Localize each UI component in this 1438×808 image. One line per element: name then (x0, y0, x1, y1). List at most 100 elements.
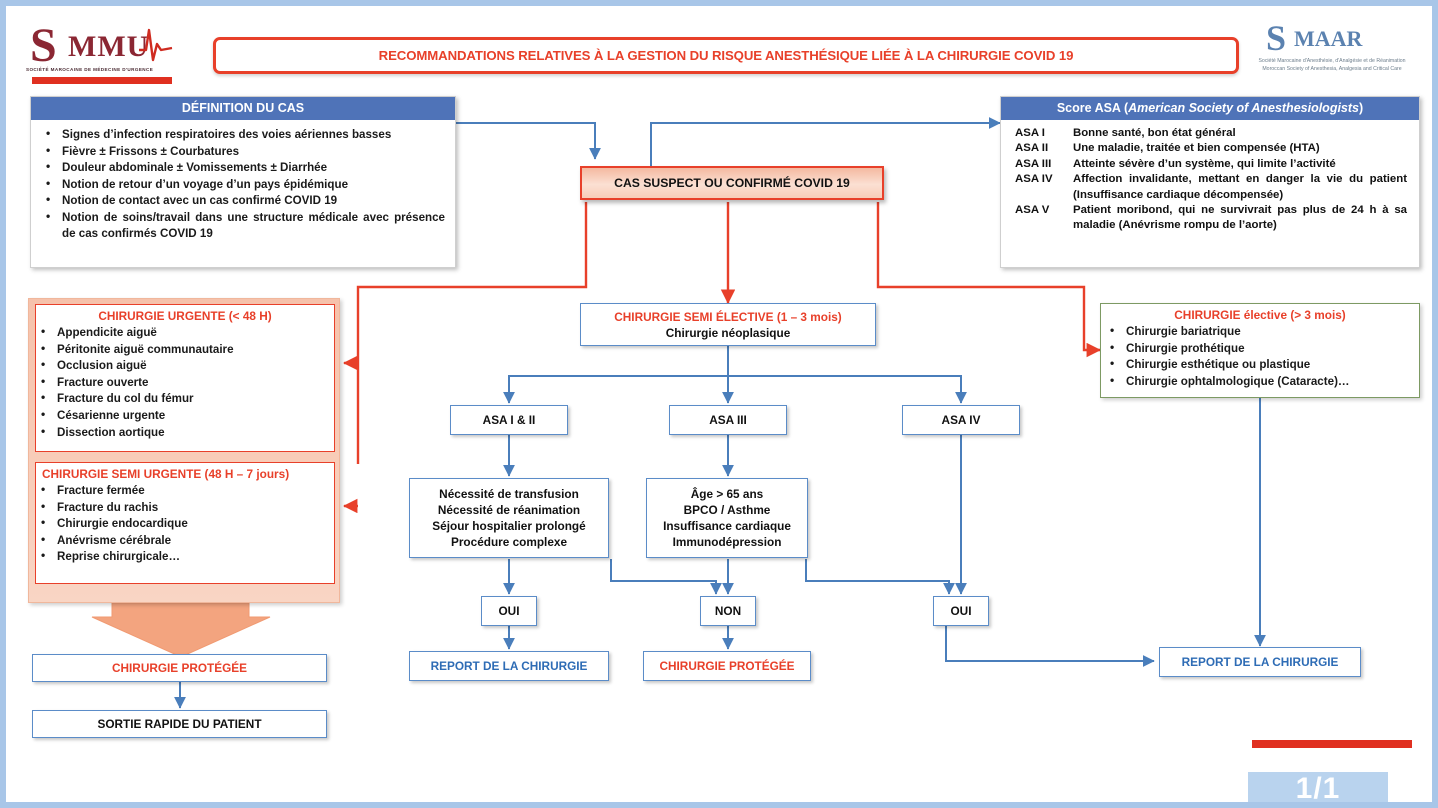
node-suspected-case[interactable]: CAS SUSPECT OU CONFIRMÉ COVID 19 (580, 166, 884, 200)
asa-desc: Affection invalidante, mettant en danger… (1073, 173, 1407, 201)
node-asa-4[interactable]: ASA IV (902, 405, 1020, 435)
case-definition-list: Signes d’infection respiratoires des voi… (41, 126, 445, 241)
asa-score-panel: Score ASA (American Society of Anesthesi… (1000, 96, 1420, 268)
asa-code: ASA V (1015, 204, 1050, 217)
list-item: Chirurgie esthétique ou plastique (1105, 356, 1415, 373)
outcome-report-right-label: REPORT DE LA CHIRURGIE (1181, 655, 1339, 669)
document-title-box: RECOMMANDATIONS RELATIVES À LA GESTION D… (213, 37, 1239, 74)
urgent-surgery-title: CHIRURGIE URGENTE (< 48 H) (98, 309, 272, 323)
criteria-line: Insuffisance cardiaque (663, 519, 791, 533)
outcome-protected-left[interactable]: CHIRURGIE PROTÉGÉE (32, 654, 327, 682)
asa-row: ASA III Atteinte sévère d’un système, qu… (1015, 157, 1407, 172)
elective-surgery-title: CHIRURGIE élective (> 3 mois) (1174, 308, 1346, 322)
smmu-logo-subtitle: SOCIÉTÉ MAROCAINE DE MÉDECINE D'URGENCE (26, 67, 154, 72)
decision-middle-label: NON (714, 604, 742, 618)
asa-score-header: Score ASA (American Society of Anesthesi… (1001, 97, 1419, 120)
smmu-logo-initial: S (30, 19, 57, 72)
case-definition-header: DÉFINITION DU CAS (31, 97, 455, 120)
list-item: Notion de soins/travail dans une structu… (41, 209, 445, 241)
semi-urgent-surgery-box[interactable]: CHIRURGIE SEMI URGENTE (48 H – 7 jours) … (35, 462, 335, 584)
smaar-logo-initial: S (1266, 18, 1287, 58)
list-item: Occlusion aiguë (36, 357, 330, 374)
asa-desc: Patient moribond, qui ne survivrait pas … (1073, 204, 1407, 232)
asa-code: ASA II (1015, 142, 1049, 155)
list-item: Fracture du col du fémur (36, 390, 330, 407)
node-asa-1-2[interactable]: ASA I & II (450, 405, 568, 435)
asa-row: ASA IV Affection invalidante, mettant en… (1015, 172, 1407, 203)
list-item: Césarienne urgente (36, 407, 330, 424)
node-asa-3[interactable]: ASA III (669, 405, 787, 435)
list-item: Fracture du rachis (36, 499, 330, 516)
urgent-surgery-box[interactable]: CHIRURGIE URGENTE (< 48 H) Appendicite a… (35, 304, 335, 452)
criteria-line: BPCO / Asthme (683, 503, 771, 517)
outcome-report-left[interactable]: REPORT DE LA CHIRURGIE (409, 651, 609, 681)
semi-elective-title: CHIRURGIE SEMI ÉLECTIVE (1 – 3 mois) (614, 309, 842, 324)
smaar-logo-subtitle-en: Moroccan Society of Anesthesia, Analgesi… (1262, 66, 1402, 72)
list-item: Notion de contact avec un cas confirmé C… (41, 192, 445, 209)
smaar-logo-subtitle-fr: Société Marocaine d'Anesthésie, d'Analgé… (1258, 58, 1406, 64)
semi-urgent-surgery-list: Fracture fermée Fracture du rachis Chiru… (36, 482, 334, 570)
page-title: RECOMMANDATIONS RELATIVES À LA GESTION D… (378, 48, 1074, 63)
list-item: Péritonite aiguë communautaire (36, 341, 330, 358)
outcome-report-left-label: REPORT DE LA CHIRURGIE (430, 659, 588, 673)
semi-urgent-surgery-title: CHIRURGIE SEMI URGENTE (48 H – 7 jours) (42, 467, 290, 481)
node-semi-elective-surgery[interactable]: CHIRURGIE SEMI ÉLECTIVE (1 – 3 mois) Chi… (580, 303, 876, 346)
semi-elective-subtitle: Chirurgie néoplasique (665, 325, 791, 340)
decision-right-oui[interactable]: OUI (933, 596, 989, 626)
criteria-line: Procédure complexe (450, 535, 568, 549)
list-item: Chirurgie bariatrique (1105, 323, 1415, 340)
outcome-report-right[interactable]: REPORT DE LA CHIRURGIE (1159, 647, 1361, 677)
big-down-arrow (91, 602, 271, 658)
decision-middle-non[interactable]: NON (700, 596, 756, 626)
criteria-left-box[interactable]: Nécessité de transfusion Nécessité de ré… (409, 478, 609, 558)
node-suspected-case-label: CAS SUSPECT OU CONFIRMÉ COVID 19 (614, 176, 850, 190)
outcome-protected-center[interactable]: CHIRURGIE PROTÉGÉE (643, 651, 811, 681)
criteria-line: Nécessité de réanimation (437, 503, 581, 517)
page-number: 1/1 (1295, 772, 1341, 805)
list-item: Fracture ouverte (36, 374, 330, 391)
asa-row: ASA V Patient moribond, qui ne survivrai… (1015, 203, 1407, 234)
elective-surgery-list: Chirurgie bariatrique Chirurgie prothéti… (1101, 323, 1419, 394)
list-item: Chirurgie prothétique (1105, 340, 1415, 357)
node-asa-3-label: ASA III (709, 413, 747, 427)
asa-code: ASA III (1015, 157, 1052, 170)
decision-left-oui[interactable]: OUI (481, 596, 537, 626)
smmu-logo: S MMU SOCIÉTÉ MAROCAINE DE MÉDECINE D'UR… (20, 19, 173, 84)
list-item: Chirurgie endocardique (36, 515, 330, 532)
outcome-protected-left-label: CHIRURGIE PROTÉGÉE (111, 661, 248, 675)
asa-desc: Bonne santé, bon état général (1073, 127, 1236, 139)
ecg-heartbeat-icon (139, 28, 173, 62)
footer-red-bar (1252, 740, 1412, 748)
asa-header-italic: American Society of Anesthesiologists (1128, 101, 1359, 115)
node-asa-1-2-label: ASA I & II (482, 413, 536, 427)
criteria-line: Nécessité de transfusion (439, 487, 579, 501)
decision-left-label: OUI (498, 604, 520, 618)
asa-header-tail: ) (1359, 101, 1364, 115)
smaar-logo-wordmark: MAAR (1294, 26, 1363, 51)
outcome-discharge-left[interactable]: SORTIE RAPIDE DU PATIENT (32, 710, 327, 738)
list-item: Signes d’infection respiratoires des voi… (41, 126, 445, 143)
case-definition-panel: DÉFINITION DU CAS Signes d’infection res… (30, 96, 456, 268)
asa-code: ASA I (1015, 127, 1045, 139)
list-item: Douleur abdominale ± Vomissements ± Diar… (41, 159, 445, 176)
asa-code: ASA IV (1015, 173, 1053, 186)
list-item: Dissection aortique (36, 424, 330, 441)
list-item: Appendicite aiguë (36, 324, 330, 341)
smmu-logo-wordmark: MMU (68, 30, 150, 63)
decision-right-label: OUI (950, 604, 972, 618)
urgent-surgery-list: Appendicite aiguë Péritonite aiguë commu… (36, 324, 334, 445)
outcome-protected-center-label: CHIRURGIE PROTÉGÉE (659, 659, 795, 673)
list-item: Fracture fermée (36, 482, 330, 499)
list-item: Anévrisme cérébrale (36, 532, 330, 549)
list-item: Fièvre ± Frissons ± Courbatures (41, 143, 445, 160)
criteria-line: Séjour hospitalier prolongé (432, 519, 586, 533)
asa-desc: Atteinte sévère d’un système, qui limite… (1073, 157, 1336, 170)
asa-row: ASA I Bonne santé, bon état général (1015, 126, 1407, 141)
criteria-middle-box[interactable]: Âge > 65 ans BPCO / Asthme Insuffisance … (646, 478, 808, 558)
list-item: Chirurgie ophtalmologique (Cataracte)… (1105, 373, 1415, 390)
node-elective-surgery[interactable]: CHIRURGIE élective (> 3 mois) Chirurgie … (1100, 303, 1420, 398)
smmu-logo-bar (32, 77, 172, 84)
asa-row: ASA II Une maladie, traitée et bien comp… (1015, 141, 1407, 156)
criteria-line: Âge > 65 ans (690, 487, 764, 501)
